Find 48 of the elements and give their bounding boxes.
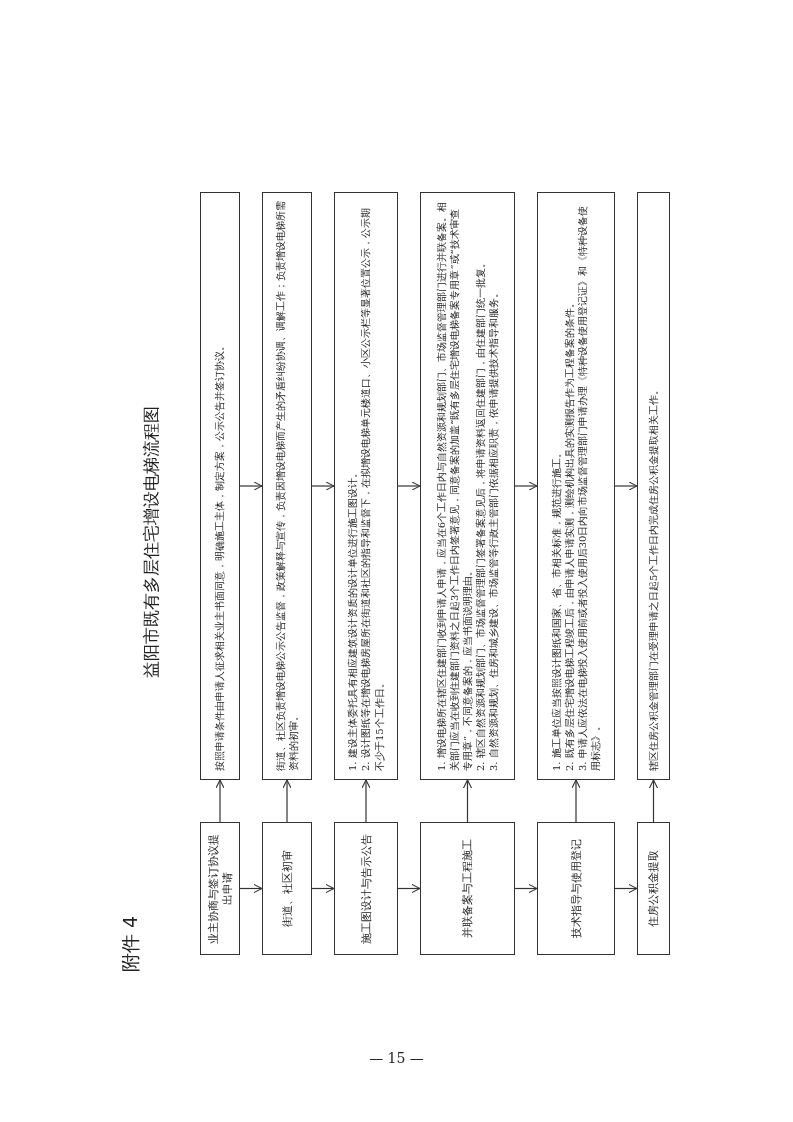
description-box — [200, 192, 240, 780]
step-text: 住房公积金提取 — [646, 850, 661, 927]
arrow — [311, 481, 335, 491]
step-text: 街道、社区负责增设电梯公示公告监督，政策解释与宣传，负责因增设电梯而产生的矛盾纠纷协调、调解工作；负责增设电梯所需资料的初审。 — [273, 201, 300, 771]
arrow — [397, 481, 421, 491]
description-box — [420, 192, 515, 780]
arrow — [648, 779, 659, 823]
arrow — [239, 481, 263, 491]
step-text: 并联备案与工程施工 — [460, 839, 475, 938]
step-box — [637, 822, 670, 955]
step-box — [262, 822, 312, 955]
description-box — [334, 192, 398, 780]
description-box — [637, 192, 670, 780]
diagram-title: 益阳市既有多层住宅增设电梯流程图 — [140, 405, 162, 680]
arrow — [239, 883, 263, 894]
step-box — [420, 822, 515, 955]
arrow — [311, 883, 335, 894]
step-text: 1. 施工单位应当按照设计图纸和国家、省、市相关标准，规范进行施工。 — [549, 447, 563, 771]
step-text: 辖区住房公积金管理部门在受理申请之日起5个工作日内完成住房公积金提取相关工作。 — [646, 383, 660, 771]
step-text: 1. 增设电梯所在辖区住建部门收到申请人申请，应当在6个工作日内与自然资源和规划部门、市场监督管理部门进行并联备案。相关部门应当在收到住建部门资料之日起3个工作日内签署意见，同意备案的加盖“既有多层住宅增设电梯备案专用章”或“技术审查专用章”，不同意备案的，应当书面说明理由。 — [434, 201, 474, 771]
arrow — [514, 481, 538, 491]
step-text: 业主协商与签订协议提出申请 — [205, 832, 234, 946]
arrow — [514, 883, 538, 894]
arrow — [571, 779, 581, 823]
step-box — [334, 822, 398, 955]
description-box — [262, 192, 312, 780]
description-box — [537, 192, 615, 780]
step-box — [200, 822, 240, 955]
arrow — [282, 779, 292, 823]
arrow — [614, 883, 638, 894]
arrow — [397, 883, 421, 894]
step-text: 技术指导与使用登记 — [568, 839, 583, 938]
step-text: 2. 设计图纸等在增设电梯房屋所在街道和社区的指导和监督下，在拟增设电梯单元楼道口、小区公示栏等显著位置公示，公示期不少于15个工作日。 — [359, 207, 386, 771]
attachment-label: 附件 4 — [118, 915, 142, 972]
page-number: — 15 — — [368, 1050, 425, 1066]
step-text: 按照申请条件由申请人征求相关业主书面同意，明确施工主体，制定方案，公示公告并签订协议。 — [213, 340, 227, 771]
step-text: 3. 申请人应依法在电梯投入使用前或者投入使用后30日内向市场监督管理部门申请办理《特种设备使用登记证》和《特种设备使用标志》。 — [576, 204, 603, 771]
arrow — [614, 481, 638, 491]
step-text: 街道、社区初审 — [279, 850, 294, 927]
step-text: 3. 自然资源和规划、住房和城乡建设、市场监管等行政主管部门依据相应职责，依申请提供技术指导和服务。 — [487, 287, 501, 771]
arrow — [462, 779, 473, 823]
step-text: 2. 辖区自然资源和规划部门、市场监督管理部门签署备案意见后，将申请资料返回住建部门，由住建部门统一批复。 — [474, 257, 488, 771]
arrow — [215, 779, 225, 823]
step-box — [537, 822, 615, 955]
step-text: 2. 既有多层住宅增设电梯工程竣工后，由申请人申请实测，测绘机构出具的实测报告作为工程备案的条件。 — [562, 297, 576, 771]
arrow — [361, 779, 371, 823]
step-text: 1. 建设主体委托具有相应建筑设计资质的设计单位进行施工图设计。 — [346, 467, 360, 771]
step-text: 施工图设计与告示公告 — [358, 833, 373, 944]
